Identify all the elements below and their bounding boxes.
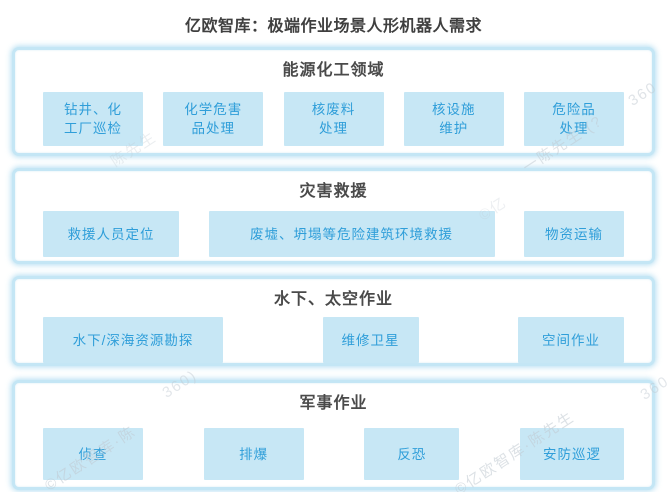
section-card: 灾害救援救援人员定位 废墟、坍塌等危险建筑环境救援 物资运输 (12, 168, 655, 264)
item-line: 危险品 (552, 102, 596, 117)
item-box: 化学危害品处理 (163, 92, 264, 146)
items-row: 救援人员定位 废墟、坍塌等危险建筑环境救援 物资运输 (43, 211, 624, 257)
item-box: 空间作业 (518, 317, 624, 363)
sections-container: 能源化工领域钻井、化工厂巡检化学危害品处理核废料处理核设施维护危险品处理灾害救援… (0, 47, 667, 490)
item-box: 核设施维护 (403, 92, 504, 146)
item-line: 处理 (319, 121, 348, 136)
item-line: 核设施 (432, 102, 476, 117)
section-heading: 军事作业 (299, 395, 368, 412)
item-line: 钻井、化 (64, 102, 122, 117)
item-line: 水下/深海资源勘探 (72, 332, 194, 348)
item-line: 废墟、坍塌等危险建筑环境救援 (250, 226, 453, 242)
item-line: 处理 (559, 121, 589, 136)
item-box: 反恐 (364, 428, 460, 480)
item-line: 核废料 (311, 102, 356, 117)
section-card: 能源化工领域钻井、化工厂巡检化学危害品处理核废料处理核设施维护危险品处理 (12, 47, 655, 156)
item-line: 化学危害 (184, 102, 243, 117)
item-box: 救援人员定位 (43, 211, 179, 257)
section-heading: 灾害救援 (299, 183, 368, 200)
item-line: 救援人员定位 (67, 226, 155, 242)
item-box: 排爆 (203, 428, 304, 480)
item-box: 物资运输 (524, 211, 624, 257)
item-line: 品处理 (191, 121, 235, 136)
items-row: 水下/深海资源勘探 维修卫星 空间作业 (43, 317, 624, 363)
item-box: 核废料处理 (283, 92, 384, 146)
section-card: 水下、太空作业水下/深海资源勘探 维修卫星 空间作业 (12, 276, 655, 366)
item-box: 水下/深海资源勘探 (43, 317, 223, 363)
items-row: 侦查 排爆 反恐 安防巡逻 (43, 428, 624, 480)
section-heading: 水下、太空作业 (273, 291, 393, 308)
item-box: 维修卫星 (322, 317, 419, 363)
item-box: 钻井、化工厂巡检 (43, 92, 143, 146)
item-box: 废墟、坍塌等危险建筑环境救援 (208, 211, 495, 257)
item-box: 安防巡逻 (519, 428, 624, 480)
item-line: 维护 (439, 121, 469, 136)
item-line: 侦查 (78, 446, 108, 462)
item-line: 反恐 (397, 446, 427, 462)
items-row: 钻井、化工厂巡检化学危害品处理核废料处理核设施维护危险品处理 (43, 92, 624, 146)
item-line: 工厂巡检 (64, 121, 122, 136)
page-title: 亿欧智库：极端作业场景人形机器人需求 (184, 18, 482, 35)
item-line: 排爆 (239, 446, 269, 462)
section-card: 军事作业侦查 排爆 反恐 安防巡逻 (12, 380, 655, 490)
item-box: 侦查 (43, 428, 143, 480)
section-heading: 能源化工领域 (282, 62, 385, 79)
item-box: 危险品处理 (524, 92, 624, 146)
item-line: 安防巡逻 (542, 446, 601, 462)
item-line: 空间作业 (542, 332, 600, 348)
item-line: 物资运输 (545, 226, 603, 242)
item-line: 维修卫星 (341, 332, 400, 348)
